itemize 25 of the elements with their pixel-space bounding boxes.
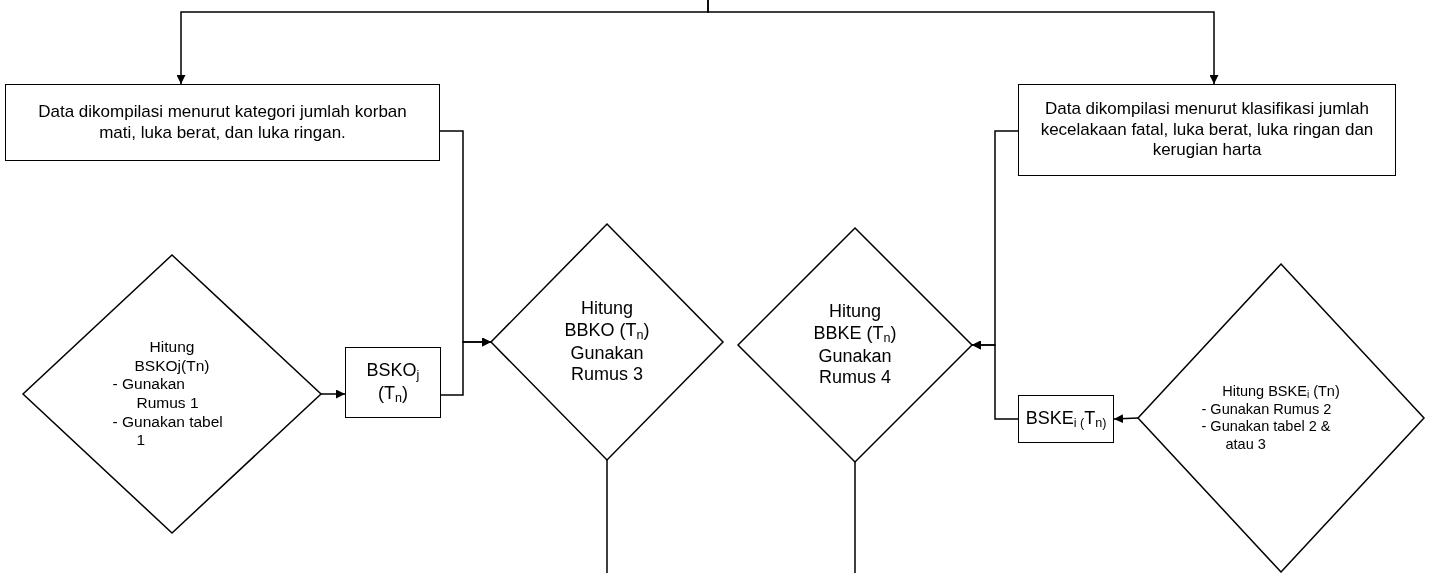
node-text: - Gunakan tabel 2 & atau 3 xyxy=(1201,418,1332,454)
node-text: BSKE$_{i (}$T$_{n)}$ xyxy=(1025,407,1107,431)
node-text: - Gunakan Rumus 2 xyxy=(1201,401,1333,419)
node-text: Hitung BBKO (T$_{n}$) Gunakan Rumus 3 xyxy=(563,298,651,386)
arrow xyxy=(707,0,1219,85)
node-text: Hitung BSKE$_{i}$ (Tn) xyxy=(1221,382,1341,401)
node-text: BSKO$_{j}$ (T$_{n}$) xyxy=(365,359,421,406)
process-box xyxy=(1018,84,1396,176)
arrow xyxy=(320,389,346,399)
node-text: Hitung BBKE (T$_{n}$) Gunakan Rumus 4 xyxy=(812,301,898,389)
arrow xyxy=(440,337,492,396)
process-box xyxy=(5,84,440,161)
arrow xyxy=(1113,414,1139,424)
process-box xyxy=(1018,395,1114,443)
node-text: Hitung BSKOj(Tn) xyxy=(133,338,211,376)
node-text: Data dikompilasi menurut kategori jumlah korban mati, luka berat, dan luka ringan. xyxy=(37,102,408,143)
arrow xyxy=(971,340,1019,420)
decision-diamond xyxy=(491,224,723,460)
node-text: Data dikompilasi menurut klasifikasi jumlah kecelakaan fatal, luka berat, luka ringan dan kerugian harta xyxy=(1039,99,1375,161)
decision-diamond xyxy=(1138,264,1424,572)
process-box xyxy=(345,347,441,418)
decision-diamond xyxy=(23,255,321,533)
node-text: - Gunakan tabel 1 xyxy=(112,412,224,450)
node-text: - Gunakan Rumus 1 xyxy=(112,375,200,413)
decision-diamond xyxy=(738,228,972,462)
